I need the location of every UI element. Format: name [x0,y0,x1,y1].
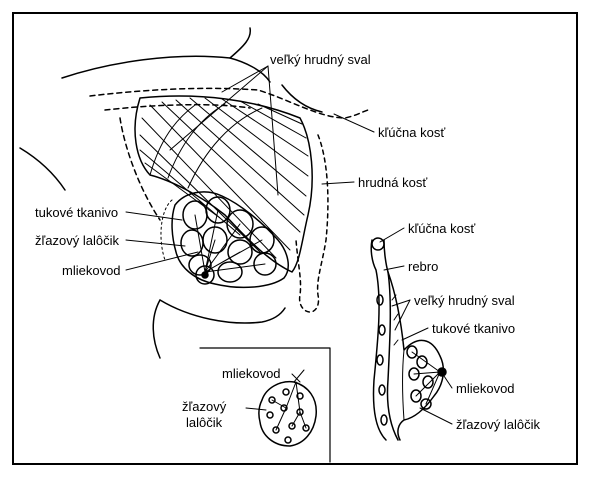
pectoral-muscle [134,95,313,273]
label-lobule-inset-line2: lalôčik [186,415,223,430]
figure-frame [12,12,578,465]
label-lobule-side: žľazový lalôčik [456,417,540,432]
label-fat-side: tukové tkanivo [432,321,516,336]
breast-gland-front [160,191,290,289]
label-rib: rebro [408,259,439,274]
clavicle-dashed [89,87,369,221]
label-glandular-lobule: žľazový lalôčik [35,233,119,248]
torso-outline [19,27,323,359]
label-duct-side: mliekovod [456,381,515,396]
leader-lines-inset [245,373,301,411]
leader-lines-side [379,227,453,425]
label-fat-tissue: tukové tkanivo [35,205,119,220]
label-clavicle-side: kľúčna kosť [408,221,476,236]
label-duct-inset: mliekovod [222,366,281,381]
label-pectoral-muscle: veľký hrudný sval [270,52,371,67]
sternum-dashed [295,134,329,313]
leader-lines-main [125,65,375,271]
label-sternum: hrudná kosť [358,175,428,190]
label-pectoral-side: veľký hrudný sval [414,293,515,308]
label-lobule-inset-line1: žľazový [182,399,227,414]
label-clavicle: kľúčna kosť [378,125,446,140]
side-view [370,237,447,441]
inset-lobule [199,347,331,463]
label-milk-duct: mliekovod [62,263,121,278]
